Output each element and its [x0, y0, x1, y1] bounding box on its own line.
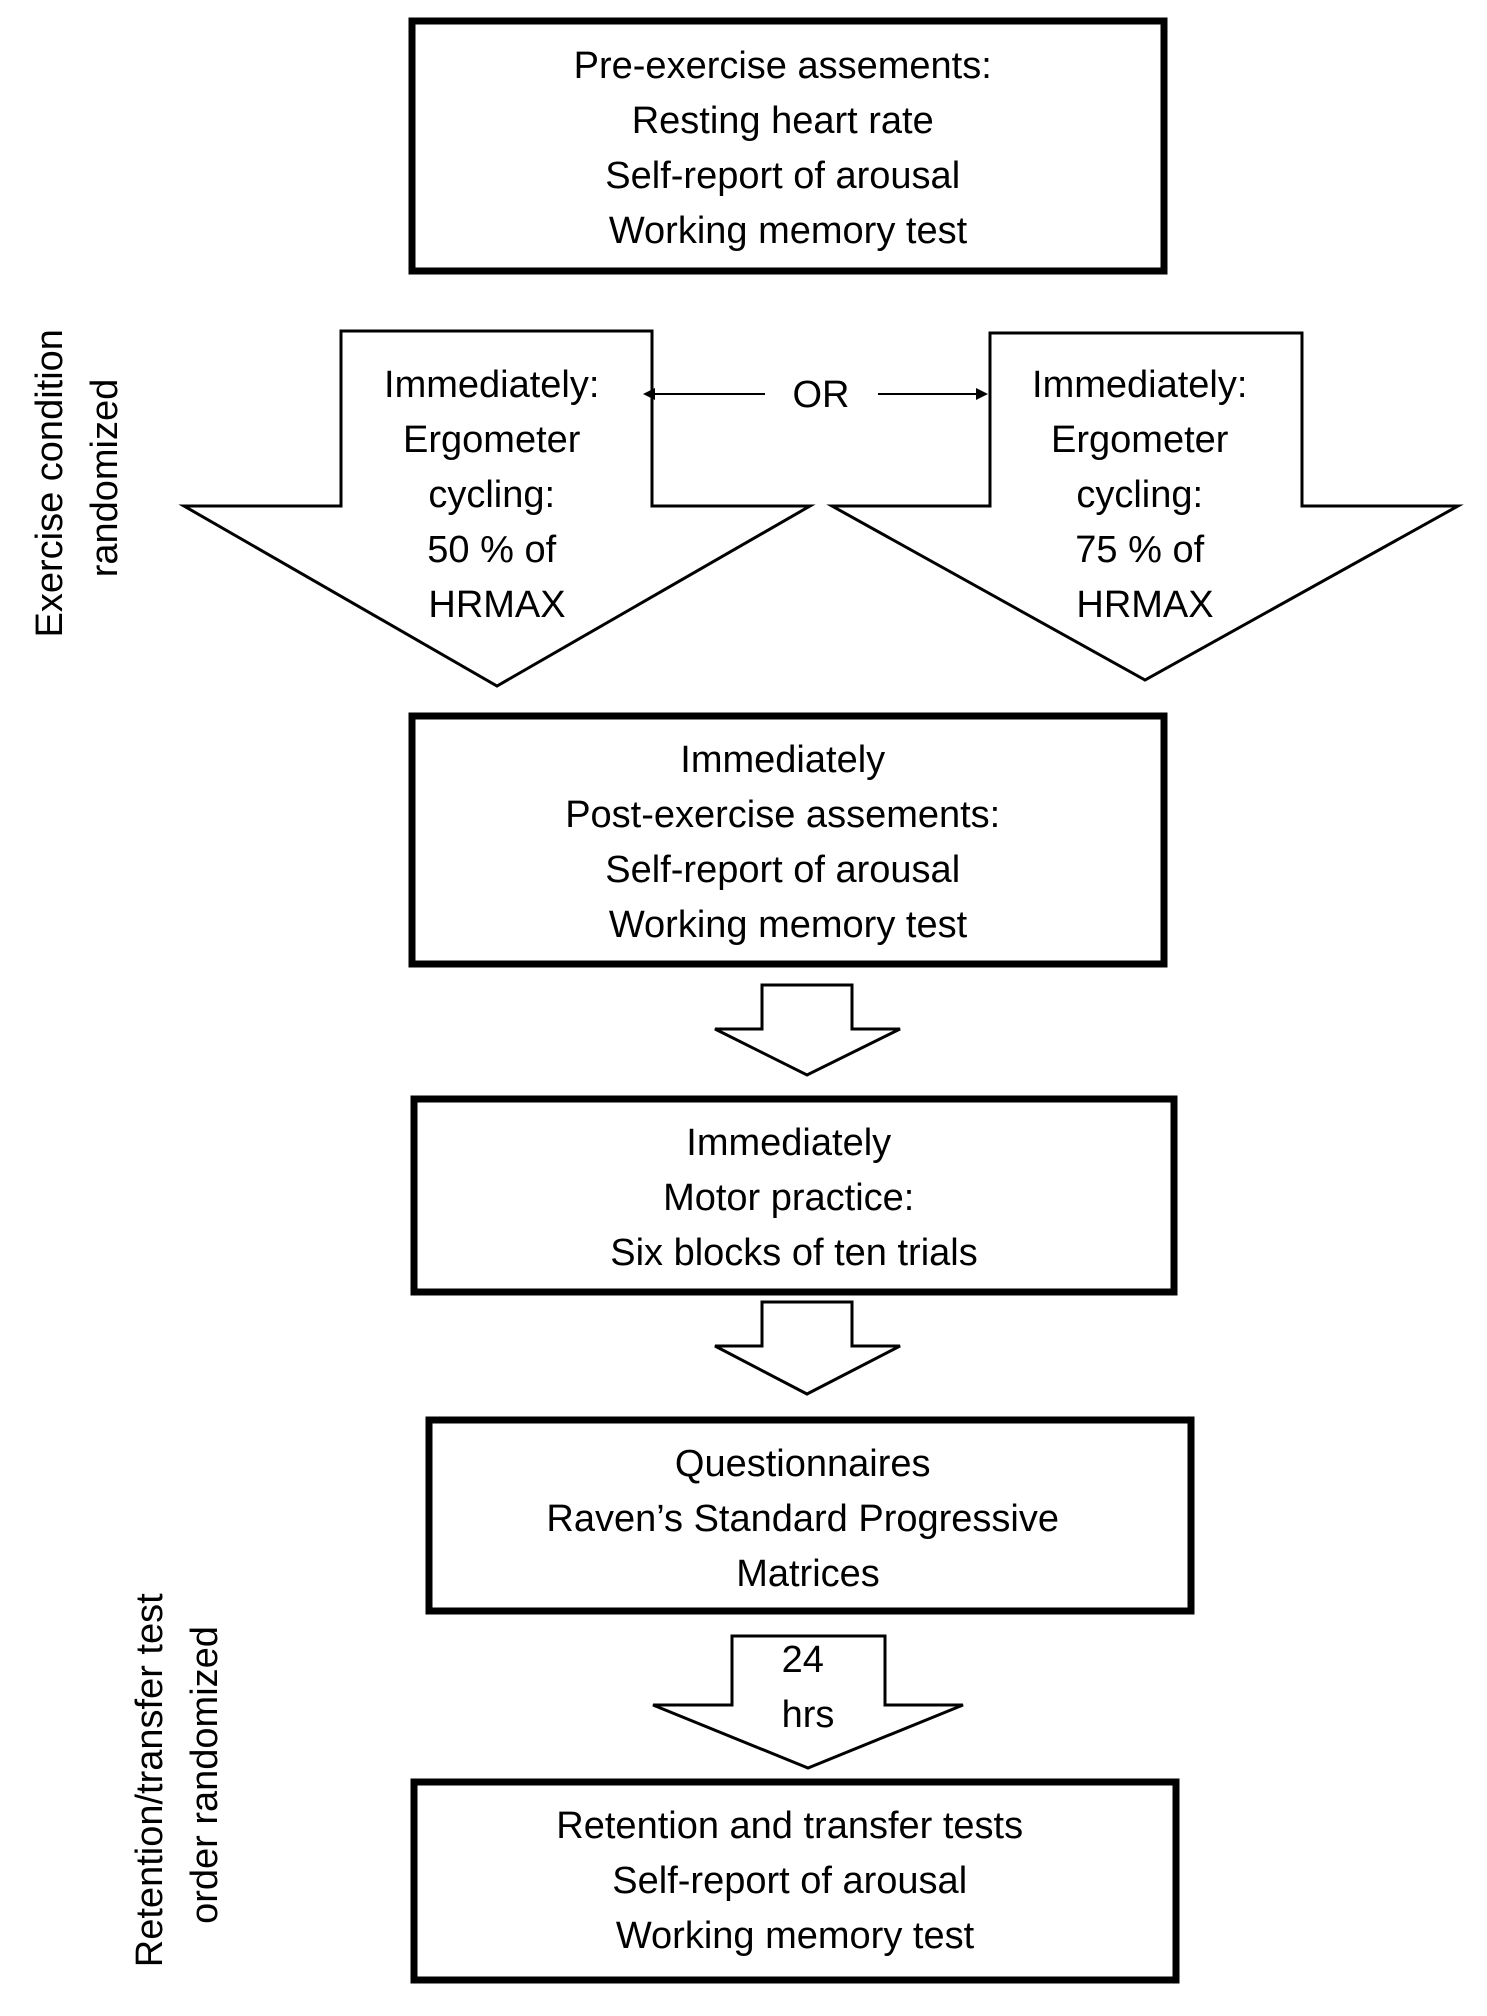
24-hrs-text: 24 hrs [782, 1639, 835, 1736]
24-hrs-arrow: 24 hrs [652, 1634, 964, 1770]
pre-exercise-box: Pre-exercise assements: Resting heart ra… [408, 17, 1168, 275]
exercise-75-text: Immediately: Ergometer cycling: 75 % of … [1032, 364, 1258, 626]
or-label: OR [793, 374, 850, 416]
svg-text:Exercise condition rando: Exercise condition randomized [29, 319, 126, 638]
exercise-50-text: Immediately: Ergometer cycling: 50 % of … [384, 364, 610, 626]
exercise-75-arrow: Immediately: Ergometer cycling: 75 % of … [826, 331, 1464, 682]
questionnaires-box: Questionnaires Raven’s Standard Progress… [425, 1416, 1195, 1615]
retention-randomized-label: Retention/transfer test order randomized [129, 1583, 226, 1967]
post-exercise-text: Immediately Post-exercise assements: Sel… [565, 739, 1011, 946]
exercise-randomized-label: Exercise condition randomized [29, 319, 126, 638]
retention-box: Retention and transfer tests Self-report… [410, 1778, 1180, 1984]
motor-practice-text: Immediately Motor practice: Six blocks o… [610, 1122, 977, 1274]
exercise-50-arrow: Immediately: Ergometer cycling: 50 % of … [178, 329, 816, 688]
questionnaires-text: Questionnaires Raven’s Standard Progress… [546, 1443, 1069, 1595]
retention-text: Retention and transfer tests Self-report… [556, 1805, 1033, 1957]
down-arrow-1 [714, 983, 901, 1077]
post-exercise-box: Immediately Post-exercise assements: Sel… [408, 712, 1168, 968]
or-connector: OR [643, 374, 988, 416]
motor-practice-box: Immediately Motor practice: Six blocks o… [410, 1095, 1178, 1296]
svg-text:Retention/transfer test: Retention/transfer test order randomized [129, 1583, 226, 1967]
down-arrow-2 [714, 1300, 901, 1396]
pre-exercise-text: Pre-exercise assements: Resting heart ra… [574, 45, 1003, 252]
